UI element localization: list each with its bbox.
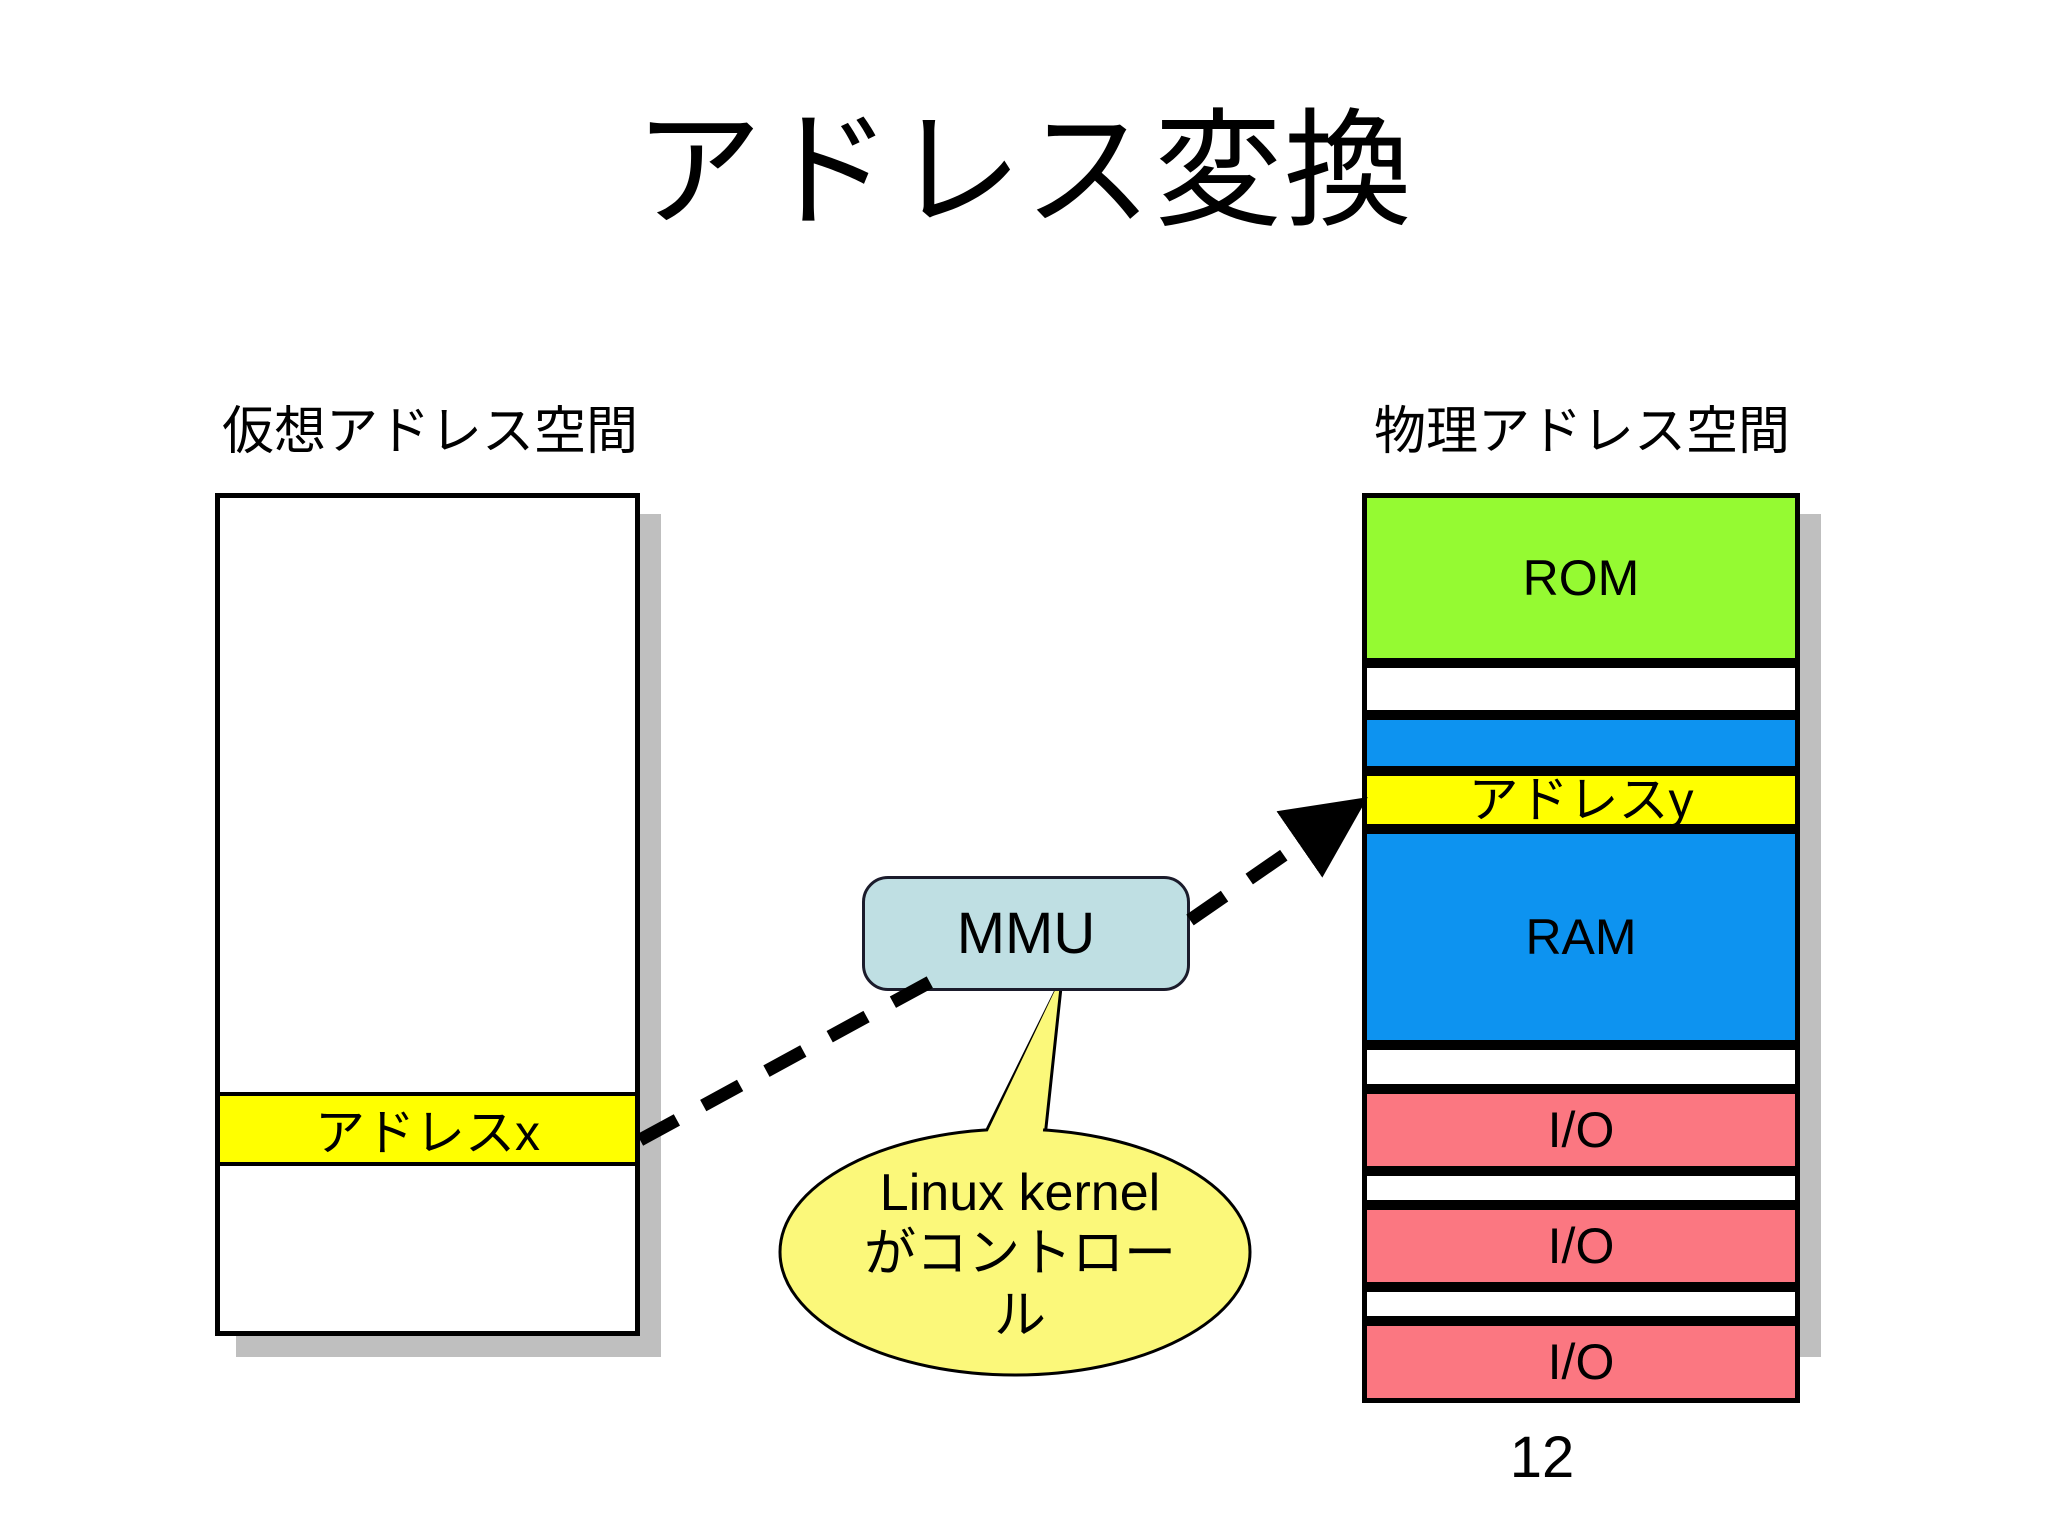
virtual-address-x-label: アドレスx — [315, 1105, 540, 1161]
physical-segment-gap-4 — [1362, 1287, 1800, 1321]
physical-segment-label: ROM — [1522, 550, 1640, 606]
callout-shape — [778, 977, 1252, 1377]
physical-segment-address-y: アドレスy — [1362, 771, 1800, 829]
physical-segment-io-2: I/O — [1362, 1205, 1800, 1287]
virtual-address-x-band: アドレスx — [215, 1092, 640, 1166]
page-title: アドレス変換 — [633, 100, 1414, 243]
physical-segment-ram-main: RAM — [1362, 829, 1800, 1045]
arrow-mmu-to-physical — [1186, 797, 1368, 926]
physical-segment-io-3: I/O — [1362, 1321, 1800, 1403]
physical-segment-label: I/O — [1547, 1334, 1615, 1390]
physical-segment-gap-1 — [1362, 663, 1800, 715]
physical-segment-ram-top — [1362, 715, 1800, 771]
physical-segment-label: RAM — [1525, 909, 1637, 965]
callout-ellipse — [778, 1127, 1252, 1377]
physical-segment-label: アドレスy — [1468, 772, 1694, 828]
callout-tail-fill — [976, 984, 1058, 1160]
physical-segment-rom: ROM — [1362, 493, 1800, 663]
linux-kernel-callout: Linux kernel がコントロー ル — [740, 960, 1300, 1380]
physical-segment-io-1: I/O — [1362, 1089, 1800, 1171]
mmu-box: MMU — [862, 876, 1190, 991]
virtual-address-space-box: アドレスx — [215, 493, 640, 1336]
virtual-space-caption: 仮想アドレス空間 — [221, 403, 638, 461]
physical-segment-label: I/O — [1547, 1102, 1615, 1158]
page-number: 12 — [1509, 1425, 1575, 1490]
physical-segment-gap-3 — [1362, 1171, 1800, 1205]
physical-segment-label: I/O — [1547, 1218, 1615, 1274]
physical-space-caption: 物理アドレス空間 — [1373, 403, 1790, 461]
physical-segment-gap-2 — [1362, 1045, 1800, 1089]
mmu-label: MMU — [956, 901, 1096, 966]
